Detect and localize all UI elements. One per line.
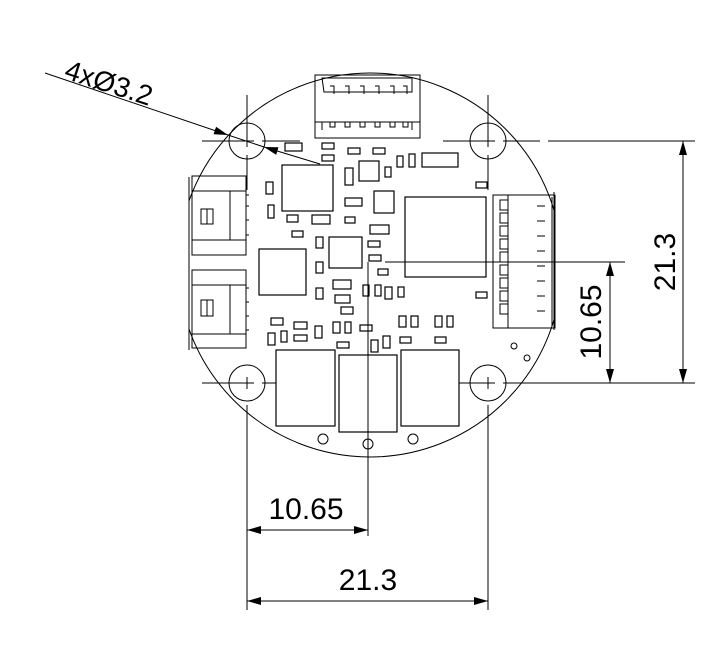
bottom-dimensions bbox=[246, 262, 489, 610]
mounting-hole bbox=[469, 364, 507, 402]
left-connector-top bbox=[191, 175, 249, 256]
dim-bottom-half: 10.65 bbox=[268, 493, 343, 526]
mounting-hole bbox=[228, 364, 266, 402]
left-connector-bottom bbox=[191, 269, 249, 349]
dim-right-full: 21.3 bbox=[649, 233, 682, 291]
board-outline bbox=[188, 72, 555, 458]
dim-right-half: 10.65 bbox=[575, 284, 608, 359]
mounting-hole bbox=[469, 122, 507, 160]
hole-callout-leader bbox=[44, 72, 321, 165]
right-dimensions bbox=[385, 140, 695, 384]
hole-callout: 4xØ3.2 bbox=[61, 54, 156, 111]
mounting-holes bbox=[228, 122, 507, 402]
top-connector bbox=[314, 74, 421, 139]
components bbox=[258, 142, 488, 433]
dim-bottom-full: 21.3 bbox=[339, 564, 397, 597]
